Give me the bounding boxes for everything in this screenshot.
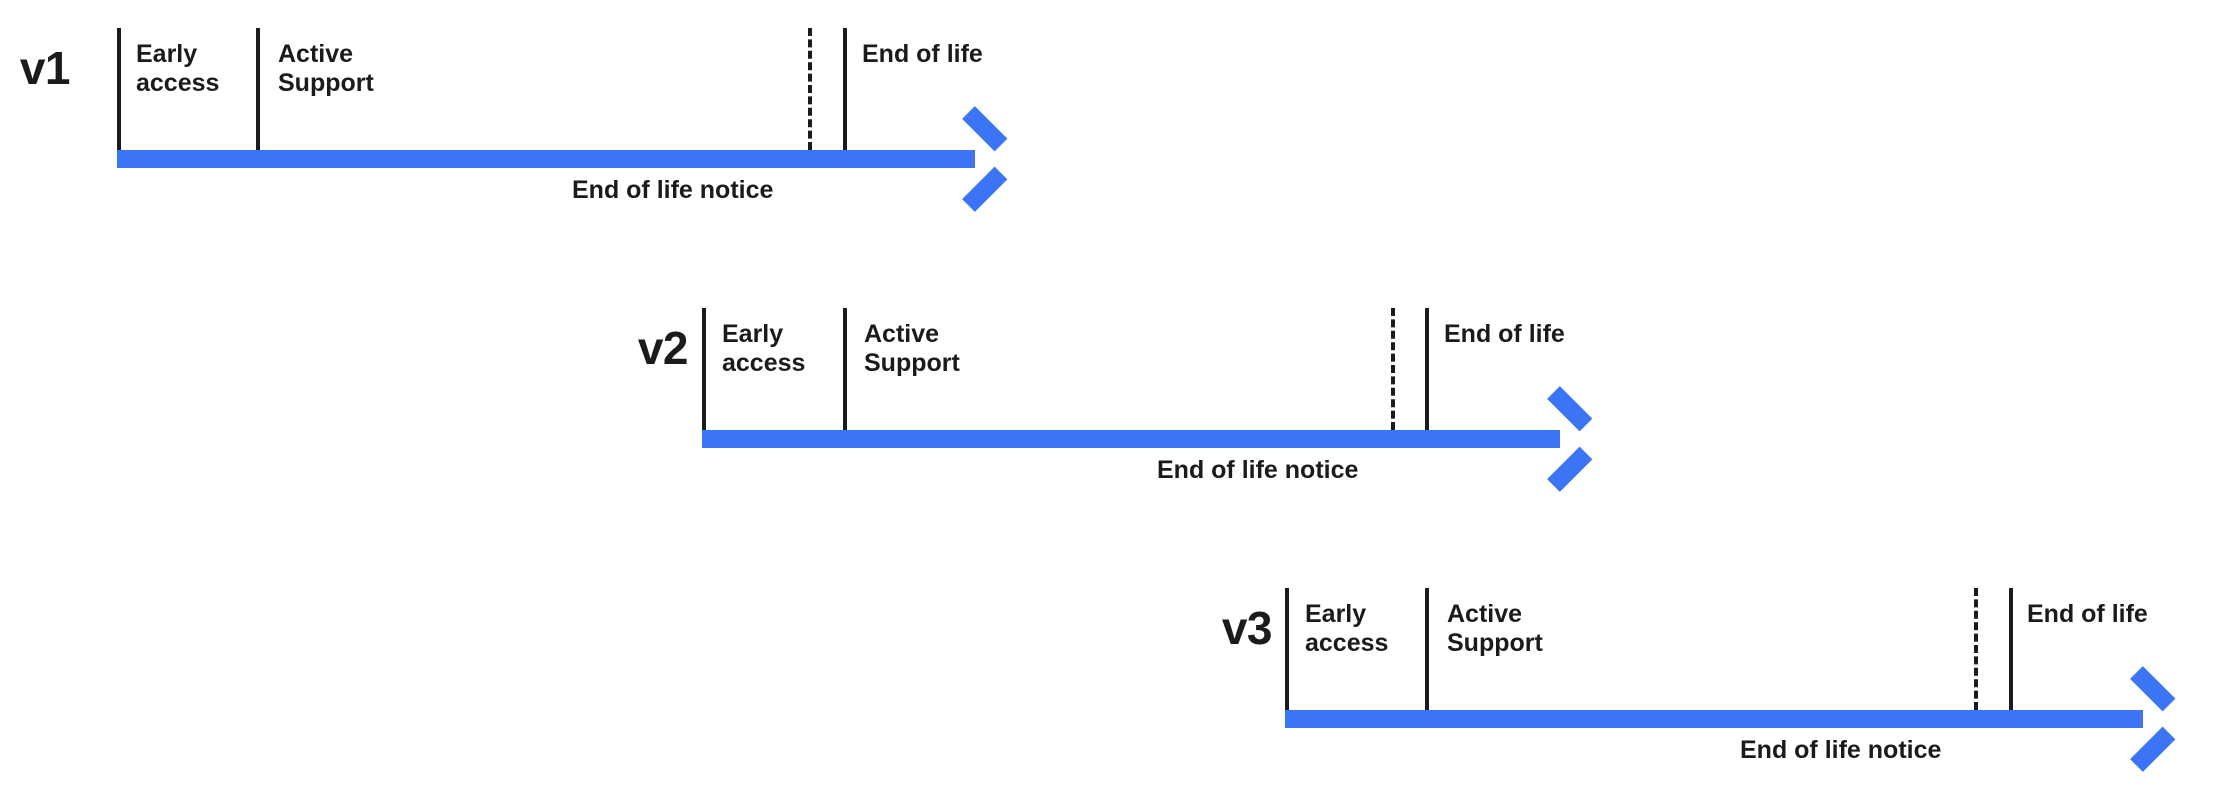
phase-divider-early-access-end <box>843 308 847 430</box>
end-of-life-notice-label: End of life notice <box>1157 456 1359 484</box>
phase-label-end-of-life: End of life <box>2027 600 2148 628</box>
timeline-bar <box>1285 710 2143 728</box>
phase-divider-start <box>1285 588 1289 710</box>
phase-divider-end-of-life <box>1425 308 1429 430</box>
timeline-arrow-icon <box>1540 416 1586 462</box>
phase-label-early-access: Early access <box>136 40 220 97</box>
phase-divider-start <box>117 28 121 150</box>
version-label-v2: v2 <box>637 322 689 374</box>
phase-divider-end-of-life <box>2009 588 2013 710</box>
phase-label-early-access: Early access <box>722 320 806 377</box>
phase-label-end-of-life: End of life <box>1444 320 1565 348</box>
timeline-bar <box>117 150 975 168</box>
phase-label-active-support: Active Support <box>278 40 374 97</box>
end-of-life-notice-marker <box>808 28 812 150</box>
end-of-life-notice-marker <box>1974 588 1978 710</box>
timeline-arrow-icon <box>955 136 1001 182</box>
phase-label-early-access: Early access <box>1305 600 1389 657</box>
end-of-life-notice-label: End of life notice <box>572 176 774 204</box>
version-label-v3: v3 <box>1221 602 1273 654</box>
phase-label-active-support: Active Support <box>864 320 960 377</box>
phase-divider-start <box>702 308 706 430</box>
phase-divider-early-access-end <box>1425 588 1429 710</box>
phase-divider-early-access-end <box>256 28 260 150</box>
phase-label-active-support: Active Support <box>1447 600 1543 657</box>
phase-divider-end-of-life <box>843 28 847 150</box>
phase-label-end-of-life: End of life <box>862 40 983 68</box>
end-of-life-notice-marker <box>1391 308 1395 430</box>
timeline-bar <box>702 430 1560 448</box>
version-label-v1: v1 <box>19 42 71 94</box>
timeline-arrow-icon <box>2123 696 2169 742</box>
end-of-life-notice-label: End of life notice <box>1740 736 1942 764</box>
